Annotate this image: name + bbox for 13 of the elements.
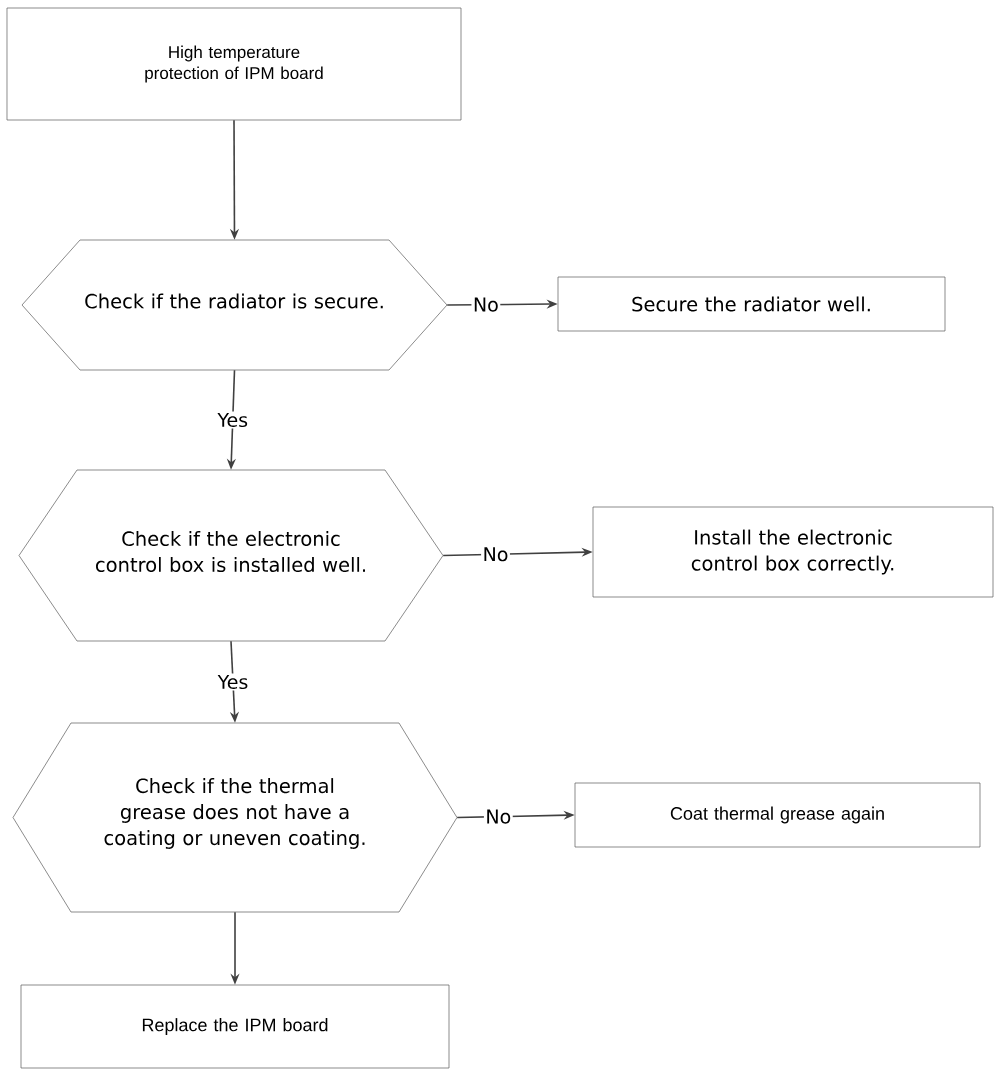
decision-hexagon: Check if the thermal grease does not have a coating or uneven coating. — [12, 722, 458, 913]
process-box: Secure the radiator well. — [557, 276, 946, 332]
edge-label: Yes — [216, 673, 250, 691]
edge-label: No — [471, 296, 501, 314]
process-box: Install the electronic control box correctly. — [592, 506, 994, 598]
edge-label: No — [483, 808, 513, 826]
process-box: High temperature protection of IPM board — [6, 7, 462, 121]
decision-hexagon: Check if the radiator is secure. — [21, 239, 448, 371]
decision-hexagon: Check if the electronic control box is installed well. — [18, 469, 444, 642]
process-box: Replace the IPM board — [20, 984, 450, 1069]
process-box: Coat thermal grease again — [574, 782, 981, 848]
edge-label: Yes — [215, 411, 250, 429]
edge-label: No — [481, 545, 510, 563]
